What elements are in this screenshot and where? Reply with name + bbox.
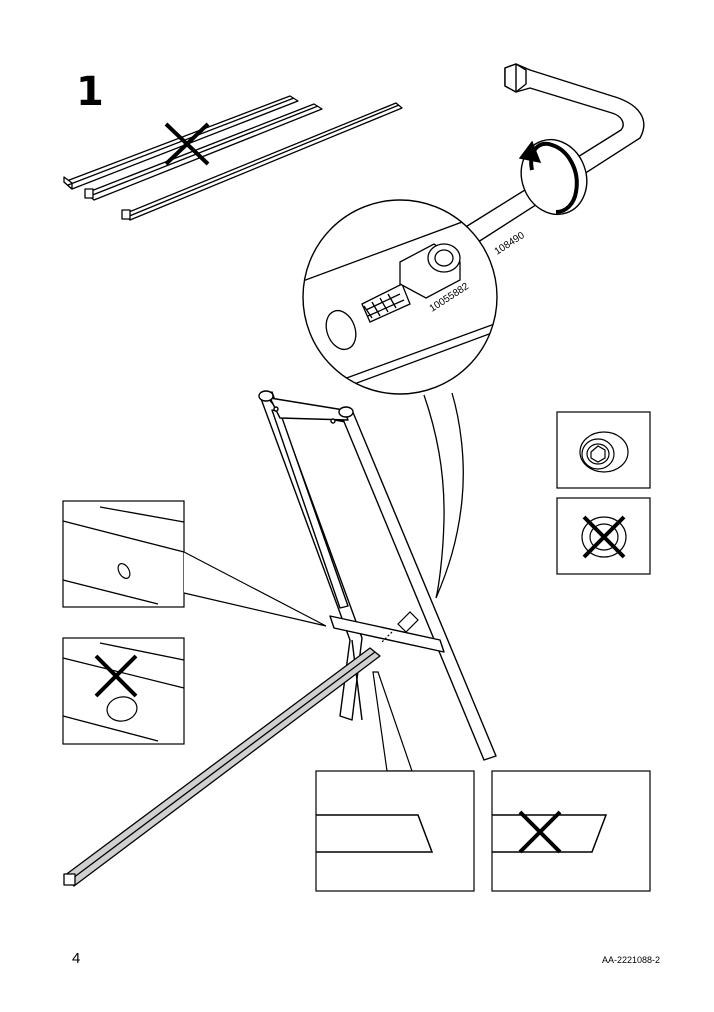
bar-1 [63,95,299,190]
hole-detail-ok [62,500,185,608]
small-bolt [381,611,419,643]
rotate-arrow-icon [518,138,588,216]
bolt [361,243,461,323]
alignment-detail-ok [315,770,475,892]
cross-icon [164,122,210,166]
allen-key-code: 108490 [493,230,527,258]
hole-detail-wrong [62,637,185,745]
document-code: AA-2221088-2 [601,955,660,965]
bar-2 [84,103,323,201]
bars-group [63,95,403,221]
step-number: 1 [76,69,104,115]
nut-detail-wrong [556,497,651,575]
page-number: 4 [72,950,81,967]
alignment-detail-wrong [491,770,651,892]
bottom-callout-tail [372,671,413,772]
cross-icon [518,810,562,854]
grey-rod [63,647,381,887]
zoom-callout-tail [423,392,464,599]
cross-icon [582,515,626,559]
leg-frame [258,390,497,761]
zoom-detail: 10055882 [302,199,498,395]
cross-icon [94,654,138,698]
bar-3 [121,102,403,221]
hole-callout-tail [183,551,327,627]
nut-detail-ok [556,411,651,489]
